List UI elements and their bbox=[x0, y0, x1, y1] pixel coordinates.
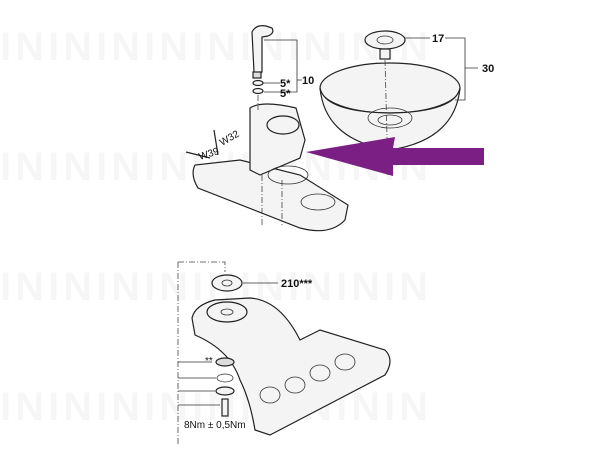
label-joint: 210*** bbox=[281, 278, 313, 290]
label-seal-upper: 5* bbox=[280, 78, 291, 90]
holder-assembly bbox=[177, 261, 391, 445]
svg-text:ΙΝΙΝΙΝΙΝΙΝΙΝΙΝΙΝΙΝ: ΙΝΙΝΙΝΙΝΙΝΙΝΙΝΙΝΙΝ bbox=[0, 25, 432, 69]
label-bowl: 30 bbox=[482, 63, 494, 75]
label-torque: 8Nm ± 0,5Nm bbox=[184, 420, 246, 431]
spittoon-base bbox=[185, 95, 349, 232]
label-strainer: 17 bbox=[432, 33, 444, 45]
bowl-part bbox=[319, 30, 478, 176]
label-seal-lower: 5* bbox=[280, 88, 291, 100]
spout-part bbox=[251, 25, 302, 95]
label-hose-assembly: 10 bbox=[302, 75, 314, 87]
label-washer: ** bbox=[205, 356, 213, 367]
highlight-arrow bbox=[306, 137, 484, 176]
